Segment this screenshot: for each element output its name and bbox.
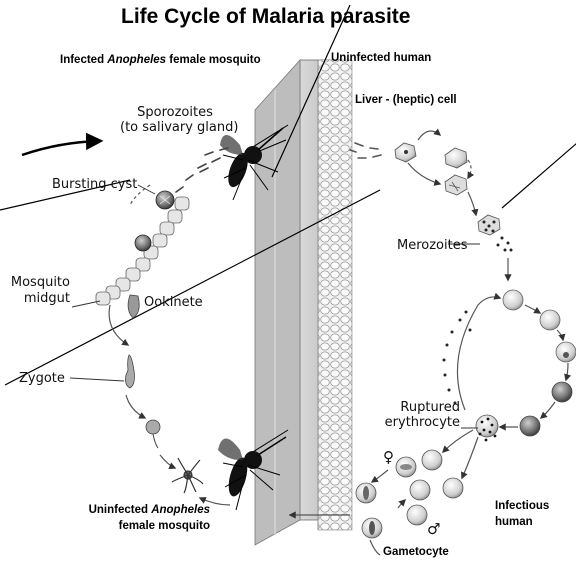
- label-midgut-line2: midgut: [8, 292, 70, 305]
- label-ruptured-erythrocyte: Ruptured erythrocyte: [380, 401, 460, 429]
- header-infected-mosquito: Infected Anopheles female mosquito: [60, 55, 261, 67]
- header-infected-mosquito-genus: Anopheles: [107, 54, 166, 66]
- header-infected-mosquito-suffix: female mosquito: [166, 54, 261, 66]
- header-uninfected-human: Uninfected human: [331, 53, 431, 65]
- header-infectious-human-line2: human: [495, 517, 549, 529]
- header-uninfected-mosquito: Uninfected Anopheles female mosquito: [20, 505, 210, 532]
- erythrocyte-cycle: [443, 290, 576, 441]
- label-gametocyte: Gametocyte: [383, 547, 449, 559]
- label-sporozoites-line2: (to salivary gland): [120, 121, 230, 134]
- label-mosquito-midgut: Mosquito midgut: [8, 276, 70, 305]
- sporozoites-in-human: [350, 143, 381, 158]
- liver-stage: [395, 131, 513, 280]
- label-bursting-cyst: Bursting cyst: [52, 178, 137, 191]
- header-uninfected-mosquito-line2: female mosquito: [20, 521, 210, 533]
- header-infected-mosquito-prefix: Infected: [60, 54, 107, 66]
- label-mosquito-line1: Mosquito: [8, 276, 70, 289]
- label-ruptured-line1: Ruptured: [380, 401, 460, 414]
- diagram-title: Life Cycle of Malaria parasite: [121, 6, 410, 27]
- sporozoite-dashes: [176, 148, 228, 192]
- label-merozoites: Merozoites: [397, 239, 467, 252]
- label-sporozoites: Sporozoites (to salivary gland): [120, 106, 230, 134]
- header-uninfected-mosquito-genus: Anopheles: [151, 504, 210, 516]
- label-liver-cell: Liver - (heptic) cell: [355, 95, 457, 107]
- female-symbol: ♀: [383, 450, 394, 465]
- label-zygote: Zygote: [19, 372, 65, 385]
- gametocytes: [356, 430, 478, 555]
- label-ruptured-line2: erythrocyte: [380, 416, 460, 429]
- header-uninfected-mosquito-prefix: Uninfected: [89, 504, 152, 516]
- male-symbol: ♂: [427, 522, 440, 537]
- pointer-arrow: [22, 141, 100, 155]
- header-infectious-human: Infectious human: [495, 501, 549, 528]
- label-sporozoites-line1: Sporozoites: [120, 106, 230, 119]
- header-infectious-human-line1: Infectious: [495, 501, 549, 513]
- label-ookinete: Ookinete: [144, 296, 203, 309]
- mosquito-stages: [96, 191, 203, 493]
